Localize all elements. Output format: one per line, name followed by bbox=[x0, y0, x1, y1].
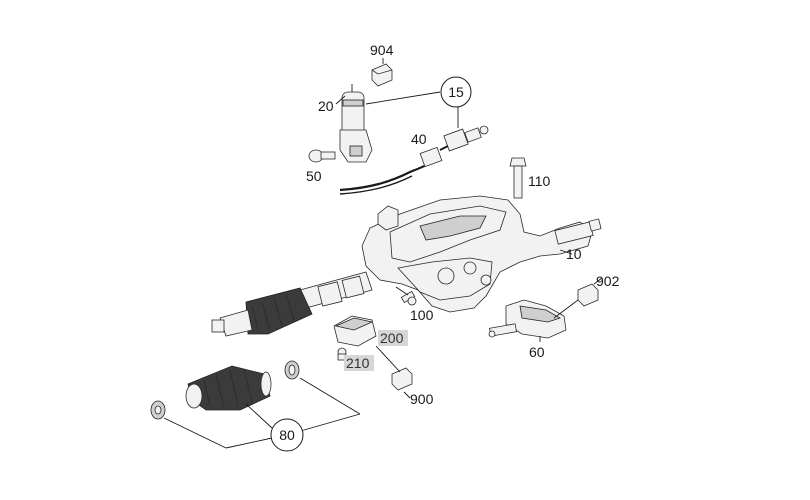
leader-20 bbox=[335, 95, 346, 105]
callout-210: 210 bbox=[346, 355, 370, 371]
part-60-adjuster[interactable] bbox=[488, 299, 567, 339]
callout-40: 40 bbox=[411, 131, 427, 147]
leader-900-b bbox=[403, 391, 411, 399]
leader-80-a bbox=[299, 377, 361, 415]
callout-10: 10 bbox=[566, 246, 582, 262]
leader-902-a bbox=[593, 277, 603, 285]
callout-20: 20 bbox=[318, 98, 334, 114]
callout-100: 100 bbox=[410, 307, 434, 323]
part-50-screw[interactable] bbox=[308, 149, 336, 163]
part-904-clip[interactable] bbox=[371, 63, 393, 87]
callout-80: 80 bbox=[279, 427, 295, 443]
part-20-motor[interactable] bbox=[339, 84, 373, 163]
leader-15-a bbox=[365, 91, 441, 105]
part-40-cable[interactable] bbox=[339, 125, 489, 195]
callout-15-circle bbox=[440, 76, 472, 108]
leader-80-c bbox=[163, 417, 227, 449]
callout-60: 60 bbox=[529, 344, 545, 360]
callout-110: 110 bbox=[528, 173, 551, 189]
part-110-bolt[interactable] bbox=[509, 157, 527, 199]
callout-904: 904 bbox=[370, 42, 394, 58]
leader-80-d bbox=[225, 437, 273, 449]
leader-100 bbox=[395, 286, 409, 296]
callout-902: 902 bbox=[596, 273, 620, 289]
part-80-seal-ring[interactable] bbox=[284, 360, 300, 380]
callout-80-circle bbox=[270, 418, 304, 452]
callout-900: 900 bbox=[410, 391, 434, 407]
callout-200: 200 bbox=[380, 330, 404, 346]
part-900-clip[interactable] bbox=[391, 367, 413, 391]
part-902-clip[interactable] bbox=[577, 283, 599, 307]
part-200-module[interactable] bbox=[333, 315, 377, 347]
callout-200-highlight bbox=[378, 330, 408, 346]
callout-210-highlight bbox=[344, 355, 374, 371]
leader-10 bbox=[559, 249, 573, 255]
part-80-lower-boot[interactable] bbox=[185, 365, 272, 411]
leader-902-b bbox=[553, 299, 579, 319]
part-upper-boot[interactable] bbox=[211, 287, 313, 337]
part-100-screw[interactable] bbox=[400, 290, 417, 306]
leader-900-a bbox=[375, 345, 401, 373]
part-80-washer[interactable] bbox=[150, 400, 166, 420]
callout-50: 50 bbox=[306, 168, 322, 184]
part-10-steering-column[interactable] bbox=[299, 195, 602, 313]
leader-80-e bbox=[245, 403, 273, 429]
callout-15: 15 bbox=[448, 84, 464, 100]
